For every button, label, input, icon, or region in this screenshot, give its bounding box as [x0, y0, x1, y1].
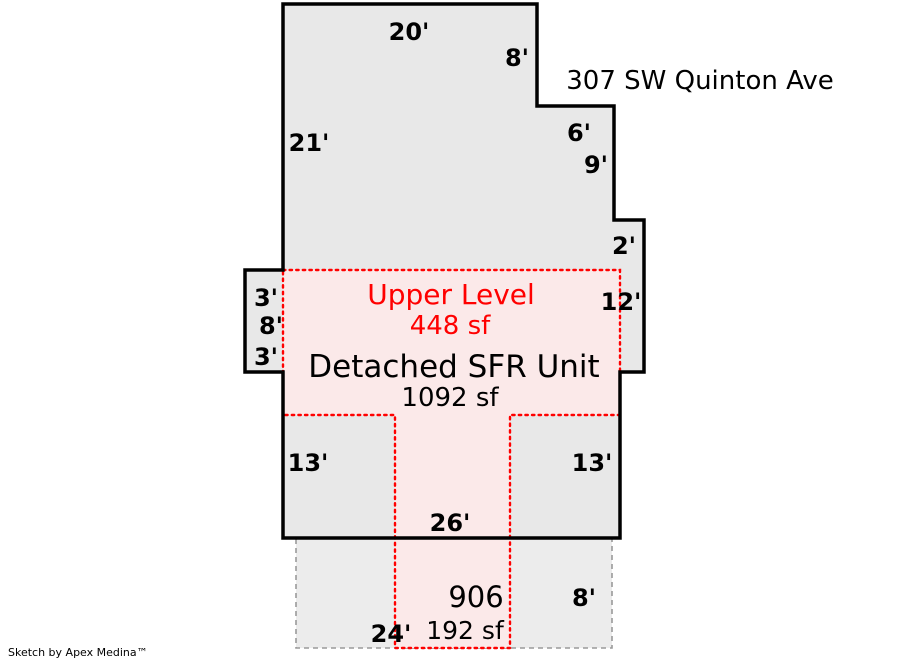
unit-area: 1092 sf — [401, 383, 499, 413]
upper-level-region — [281, 268, 622, 650]
dim-top: 20' — [389, 18, 430, 46]
building-outline — [243, 2, 646, 540]
dim-lower-left: 13' — [288, 449, 329, 477]
dim-bump-bottom: 3' — [254, 343, 278, 371]
upper-level-label: Upper Level — [367, 278, 535, 311]
dim-bump-left: 8' — [259, 312, 283, 340]
dim-bump-top: 3' — [254, 284, 278, 312]
sketch-credit: Sketch by Apex Medina™ — [8, 646, 148, 659]
dim-lower-right: 13' — [572, 449, 613, 477]
patio-label: 906 — [448, 580, 503, 614]
dim-right-step-v: 9' — [584, 151, 608, 179]
unit-label: Detached SFR Unit — [308, 349, 599, 385]
dim-bottom: 26' — [430, 509, 471, 537]
dim-top-right-step: 8' — [505, 44, 529, 72]
patio-area: 192 sf — [426, 616, 505, 645]
dim-right-step-h: 6' — [567, 119, 591, 147]
address-label: 307 SW Quinton Ave — [566, 66, 834, 96]
dim-right-jog: 2' — [612, 232, 636, 260]
dim-patio-right: 8' — [572, 584, 596, 612]
upper-level-area: 448 sf — [410, 311, 491, 341]
dim-right-mid: 12' — [601, 288, 642, 316]
dim-patio-bottom: 24' — [371, 620, 412, 648]
dim-left-upper: 21' — [289, 129, 330, 157]
